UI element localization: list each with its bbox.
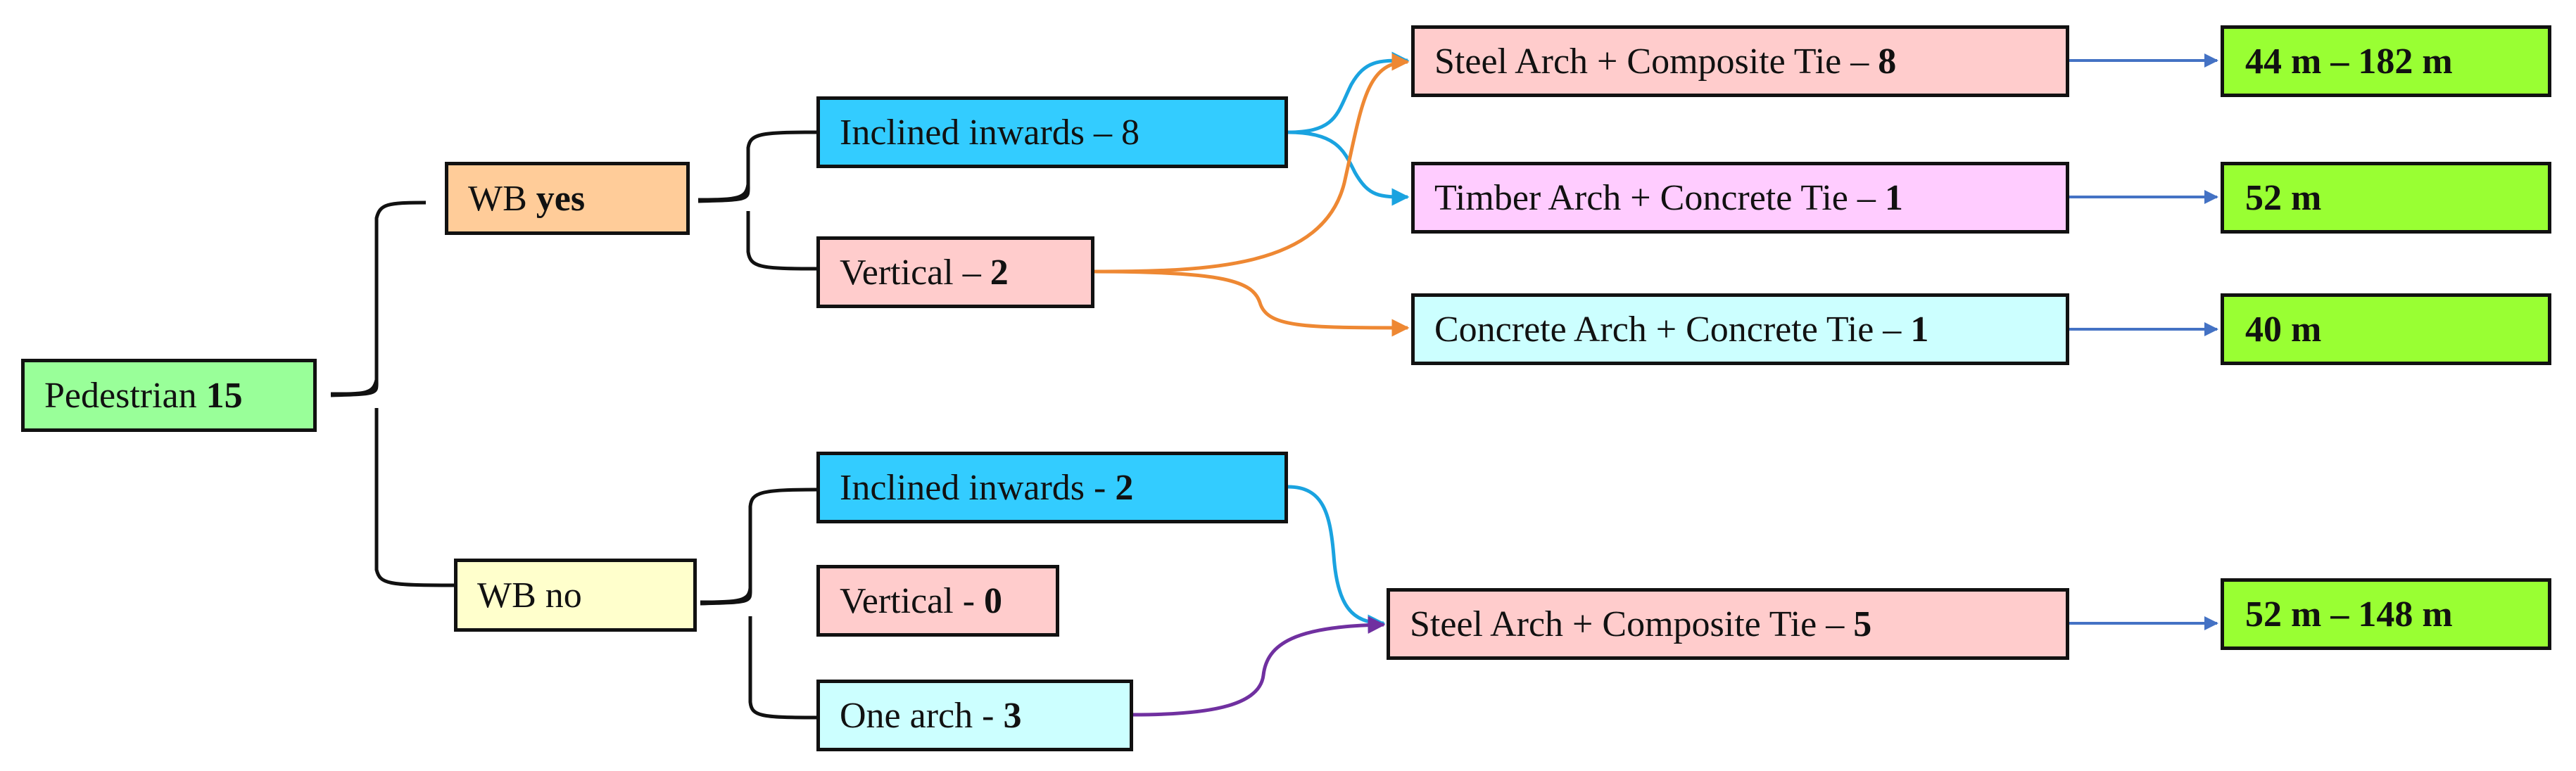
wb-yes-label: WB (468, 178, 527, 219)
root-label: Pedestrian (44, 375, 197, 416)
wb-no-node: WB no (454, 559, 697, 632)
wb-yes-brace (697, 130, 817, 271)
type-1-count: 8 (1878, 41, 1897, 82)
branch-inclined-yes-label: Inclined inwards – 8 (840, 112, 1140, 153)
branch-vertical-yes-count: 2 (990, 252, 1009, 293)
branch-vertical-no-label: Vertical - (840, 580, 976, 621)
branch-onearch-no: One arch - 3 (816, 680, 1133, 751)
type-concrete-concrete-1: Concrete Arch + Concrete Tie – 1 (1411, 293, 2069, 365)
type-4-count: 5 (1853, 604, 1872, 644)
branch-inclined-no-count: 2 (1115, 467, 1134, 508)
branch-inclined-no: Inclined inwards - 2 (816, 452, 1288, 523)
span-1-label: 44 m – 182 m (2245, 41, 2453, 82)
type-2-count: 1 (1884, 177, 1903, 218)
span-3: 40 m (2221, 293, 2551, 365)
type-3-label: Concrete Arch + Concrete Tie – (1434, 309, 1902, 350)
type-steel-composite-8: Steel Arch + Composite Tie – 8 (1411, 25, 2069, 97)
connector-onearch-to-steel (1132, 616, 1386, 717)
type-timber-concrete-1: Timber Arch + Concrete Tie – 1 (1411, 162, 2069, 234)
branch-onearch-no-label: One arch - (840, 695, 995, 736)
root-node: Pedestrian 15 (21, 359, 317, 432)
wb-yes-emph: yes (536, 178, 586, 219)
connector-inclined-to-steel (1287, 51, 1410, 134)
span-1: 44 m – 182 m (2221, 25, 2551, 97)
type-steel-composite-5: Steel Arch + Composite Tie – 5 (1387, 588, 2069, 660)
branch-inclined-no-label: Inclined inwards - (840, 467, 1106, 508)
branch-vertical-no-count: 0 (984, 580, 1003, 621)
type-4-label: Steel Arch + Composite Tie – (1410, 604, 1845, 644)
type-2-label: Timber Arch + Concrete Tie – (1434, 177, 1876, 218)
branch-onearch-no-count: 3 (1003, 695, 1022, 736)
type-3-count: 1 (1910, 309, 1929, 350)
span-3-label: 40 m (2245, 309, 2322, 350)
wb-yes-node: WB yes (445, 162, 690, 235)
connector-inclined-no-to-steel (1287, 485, 1386, 632)
span-2-label: 52 m (2245, 177, 2322, 218)
type-1-label: Steel Arch + Composite Tie – (1434, 41, 1869, 82)
connector-vertical-to-concrete (1094, 269, 1410, 337)
connector-inclined-to-timber (1287, 130, 1410, 206)
branch-vertical-yes-label: Vertical – (840, 252, 981, 293)
connector-vertical-to-steel (1094, 53, 1410, 274)
wb-no-label: WB no (477, 575, 582, 616)
branch-inclined-yes: Inclined inwards – 8 (816, 96, 1288, 168)
branch-vertical-yes: Vertical – 2 (816, 236, 1094, 308)
span-4-label: 52 m – 148 m (2245, 594, 2453, 635)
span-2: 52 m (2221, 162, 2551, 234)
root-count: 15 (206, 375, 243, 416)
branch-vertical-no: Vertical - 0 (816, 565, 1059, 637)
span-4: 52 m – 148 m (2221, 578, 2551, 650)
wb-no-brace (700, 488, 817, 720)
root-brace (330, 200, 455, 587)
